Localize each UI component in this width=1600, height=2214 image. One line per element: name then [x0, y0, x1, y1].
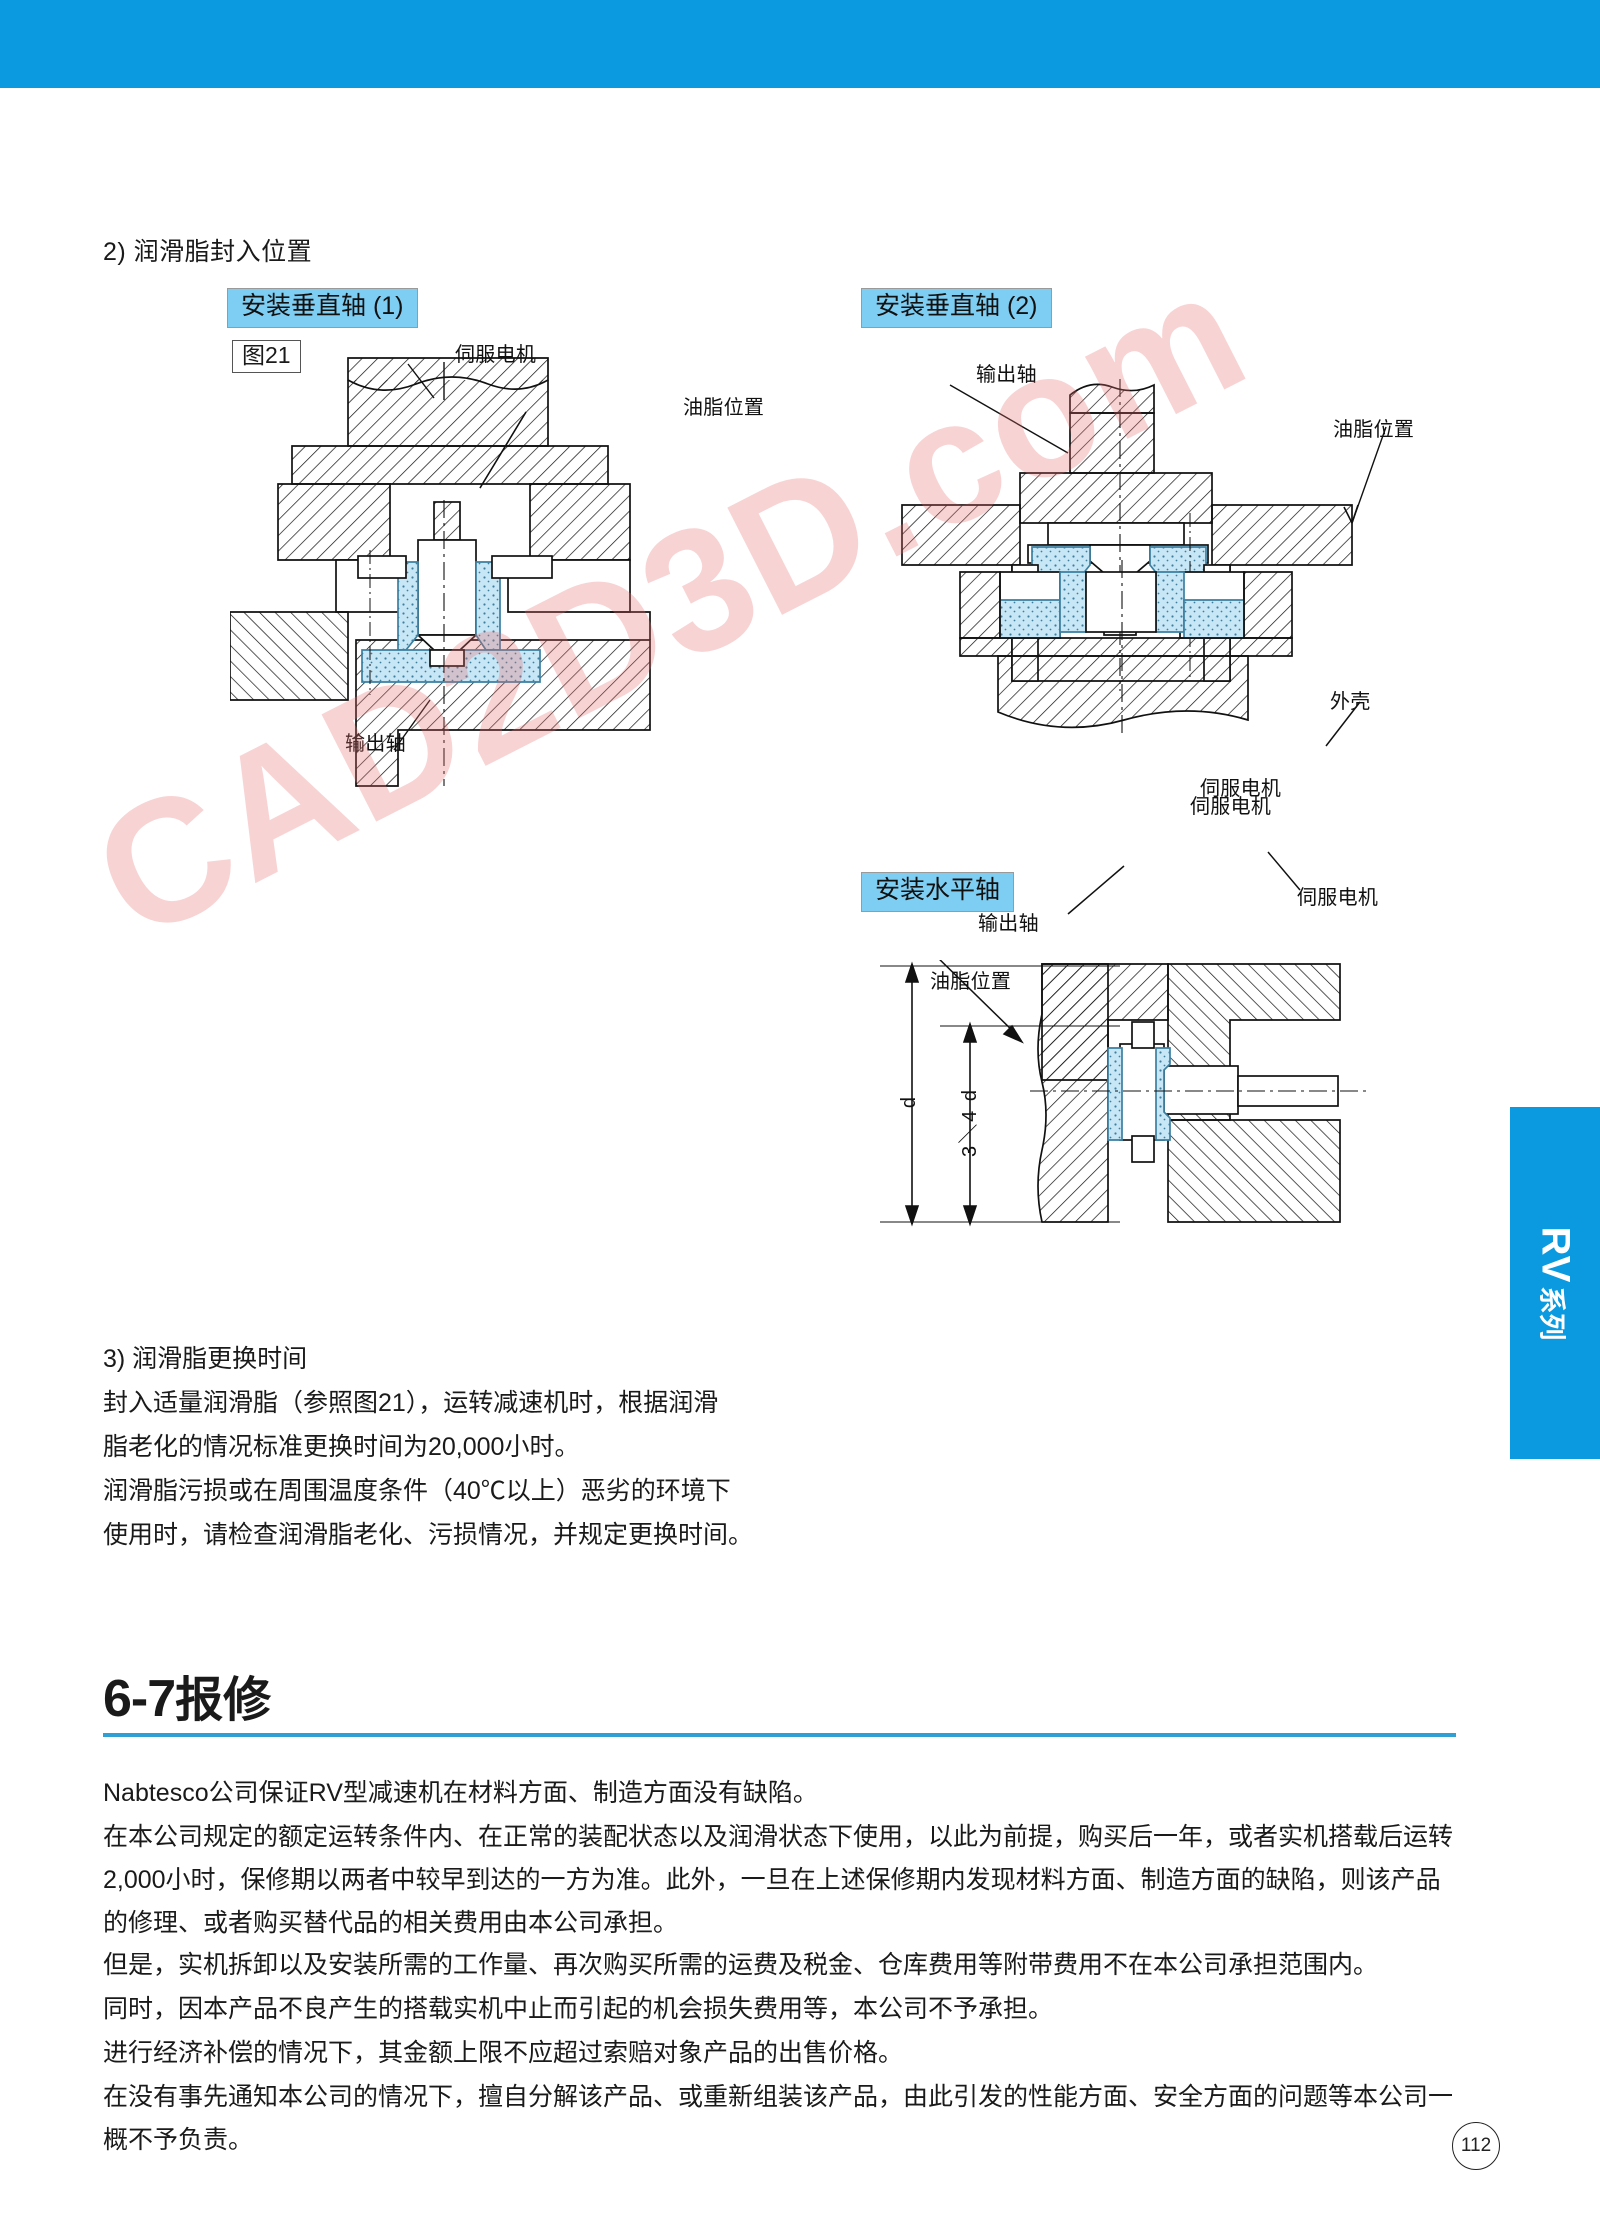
leader-servo-right-d3	[1267, 851, 1301, 891]
warranty-paragraph-5: 进行经济补偿的情况下，其金额上限不应超过索赔对象产品的出售价格。	[103, 2039, 904, 2067]
warranty-paragraph-4: 同时，因本产品不良产生的搭载实机中止而引起的机会损失费用等，本公司不予承担。	[103, 1995, 1054, 2023]
label-servo-motor-top-d3: 伺服电机	[1190, 796, 1272, 818]
section-3-line-4: 使用时，请检查润滑脂老化、污损情况，并规定更换时间。	[103, 1521, 754, 1549]
warranty-paragraph-6: 在没有事先通知本公司的情况下，擅自分解该产品、或重新组装该产品，由此引发的性能方…	[103, 2083, 1454, 2154]
chip-vertical-shaft-2: 安装垂直轴 (2)	[861, 288, 1052, 328]
warranty-paragraph-1: Nabtesco公司保证RV型减速机在材料方面、制造方面没有缺陷。	[103, 1779, 818, 1807]
section-3-line-2: 脂老化的情况标准更换时间为20,000小时。	[103, 1433, 580, 1461]
section-3-heading: 3) 润滑脂更换时间	[103, 1345, 308, 1373]
section-2-label: 2) 润滑脂封入位置	[103, 238, 313, 266]
diagram-vertical-shaft-2-lower	[959, 560, 1293, 735]
leader-output-shaft-d3	[1067, 865, 1125, 915]
label-grease-position-d1: 油脂位置	[683, 397, 765, 419]
page-header-bar	[0, 0, 1600, 88]
label-housing-d3: 外壳	[1330, 691, 1371, 713]
diagram-horizontal-shaft	[880, 960, 1370, 1227]
dimension-label-d: d	[898, 1095, 920, 1109]
dimension-label-three-quarter-d: 3／4 d	[959, 1088, 981, 1157]
diagram-vertical-shaft-1	[230, 357, 651, 787]
leader-housing-d3	[1325, 701, 1361, 747]
side-tab-main-label: RV	[1533, 1226, 1578, 1283]
warranty-paragraph-3: 但是，实机拆卸以及安装所需的工作量、再次购买所需的运费及税金、仓库费用等附带费用…	[103, 1951, 1379, 1979]
label-servo-motor-right-d3: 伺服电机	[1297, 887, 1379, 909]
label-grease-position-d2: 油脂位置	[1333, 419, 1415, 441]
warranty-paragraph-2: 在本公司规定的额定运转条件内、在正常的装配状态以及润滑状态下使用，以此为前提，购…	[103, 1823, 1454, 1937]
side-tab-rv-series: RV 系列	[1510, 1107, 1600, 1459]
section-6-7-divider	[103, 1733, 1456, 1737]
figure-tag-21: 图21	[232, 340, 301, 373]
label-output-shaft-d3: 输出轴	[978, 913, 1039, 935]
label-output-shaft-d1: 输出轴	[345, 733, 406, 755]
section-3-line-3: 润滑脂污损或在周围温度条件（40℃以上）恶劣的环境下	[103, 1477, 731, 1505]
section-6-7-number: 6-7	[103, 1670, 176, 1728]
section-3-line-1: 封入适量润滑脂（参照图21），运转减速机时，根据润滑	[103, 1389, 719, 1417]
page-number: 112	[1452, 2122, 1500, 2170]
side-tab-sub-label: 系列	[1536, 1285, 1567, 1340]
label-servo-motor-d1: 伺服电机	[455, 344, 537, 366]
chip-horizontal-shaft: 安装水平轴	[861, 872, 1015, 912]
label-grease-position-d3: 油脂位置	[930, 971, 1012, 993]
section-6-7-heading: 6-7报修	[103, 1660, 271, 1730]
label-servo-motor-d2: 伺服电机	[1200, 778, 1282, 800]
chip-vertical-shaft-1: 安装垂直轴 (1)	[227, 288, 418, 328]
label-output-shaft-d2: 输出轴	[976, 364, 1037, 386]
section-6-7-title: 报修	[175, 1674, 272, 1727]
